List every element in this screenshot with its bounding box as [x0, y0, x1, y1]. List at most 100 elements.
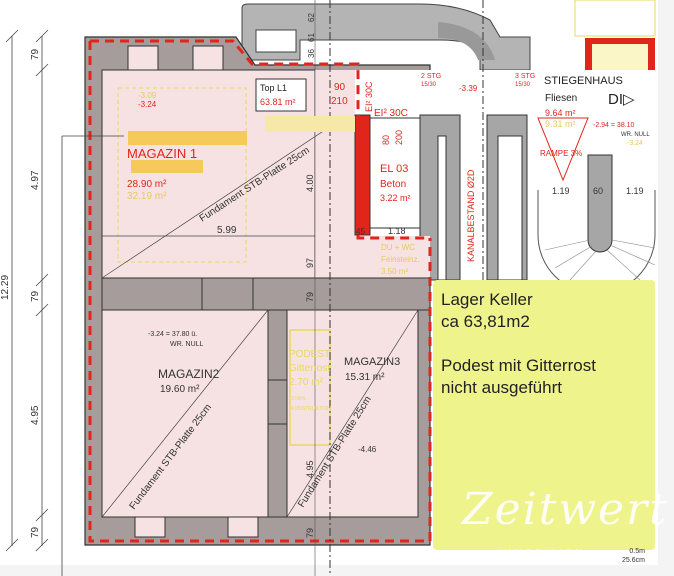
yellow-outline — [117, 87, 247, 263]
magazin2-level: -3.24 = 37.80 ü. — [148, 331, 197, 338]
ramp-label: RAMPE 3% — [540, 149, 582, 158]
podest-material: Gitterrost — [289, 363, 330, 374]
dim-599: 5.99 — [217, 225, 237, 236]
curved-wall — [438, 22, 495, 60]
el03-door-w: 80 — [381, 135, 391, 145]
podest-area: 2.70 m² — [289, 377, 324, 388]
dim-36: 36 — [307, 49, 316, 58]
dim-79-inner-b: 79 — [305, 528, 315, 538]
redaction — [128, 131, 247, 145]
unit-tag — [255, 78, 307, 112]
stiegenhaus-tag: DI▷ — [608, 91, 635, 108]
magazin2-level-note: WR. NULL — [170, 341, 204, 348]
level-339: -3.39 — [459, 84, 478, 93]
door-width: 90 — [334, 82, 346, 93]
dim-stair-a: 1.19 — [552, 186, 570, 196]
scale-ref: 25.6cm — [622, 557, 645, 564]
dim-79-bottom: 79 — [30, 526, 41, 538]
shaft — [255, 29, 297, 53]
room-el03 — [369, 117, 421, 229]
scale-bar: 0.5m 25.6cm — [622, 547, 645, 565]
dim-79-mid: 79 — [30, 290, 41, 302]
magazin2-name: MAGAZIN2 — [158, 367, 220, 381]
stair-core — [587, 154, 613, 253]
magazin1-area2: 32.19 m² — [127, 191, 167, 202]
dim-62: 62 — [307, 13, 316, 22]
dim-total: 12.29 — [0, 275, 11, 300]
dim-495-inner: 4.95 — [305, 460, 315, 478]
left-dimensions — [5, 29, 315, 576]
el03-door-h: 200 — [394, 130, 404, 145]
door-rating-vertical: EI² 30C — [364, 81, 374, 112]
magazin1-area: 28.90 m² — [127, 179, 167, 190]
dim-61: 61 — [307, 33, 316, 42]
dim-400: 4.00 — [305, 174, 315, 192]
note-line-1: Lager Keller — [441, 290, 533, 309]
el03-material: Beton — [380, 179, 406, 190]
dim-495: 4.95 — [30, 405, 41, 425]
note-line-2: ca 63,81m2 — [441, 312, 530, 331]
level-324: -3.24 — [138, 100, 157, 109]
magazin2-area: 19.60 m² — [160, 384, 200, 395]
window-niche — [134, 516, 166, 538]
magazin3-name: MAGAZIN3 — [344, 356, 400, 368]
stiegenhaus-level-note: WR. NULL — [621, 132, 650, 138]
shaft-slot — [497, 135, 523, 281]
magazin3-level: -4.46 — [358, 445, 377, 454]
magazin1-name: MAGAZIN 1 — [127, 146, 197, 161]
dim-118: 1.18 — [388, 226, 406, 236]
el03-name: EL 03 — [380, 163, 408, 175]
wc-name: DU + WC — [381, 243, 415, 252]
stair-steps — [544, 239, 656, 281]
window-niche — [227, 516, 259, 538]
stg3: 3 STG — [515, 73, 535, 80]
stiegenhaus-area2: 9.31 m² — [545, 119, 576, 129]
el03-area: 3.22 m² — [380, 193, 411, 203]
stiegenhaus-material: Fliesen — [545, 93, 577, 104]
window-niche — [127, 45, 159, 71]
magazin3-area: 15.31 m² — [345, 372, 385, 383]
podest-note2: KONSTRUKTION — [291, 406, 331, 412]
highlight — [265, 116, 355, 132]
el03-door: EI² 30C — [374, 108, 408, 119]
pillar — [267, 423, 288, 518]
pillar — [267, 309, 288, 381]
dim-45: 45 — [356, 227, 365, 236]
ramp-triangle — [537, 117, 589, 182]
corridor — [315, 70, 355, 280]
dim-79-inner: 79 — [305, 292, 315, 302]
stiegenhaus-level2: -3.24 — [627, 140, 643, 147]
window-niche — [192, 45, 224, 71]
stg2: 2 STG — [421, 73, 441, 80]
podest-note1: STAHL — [291, 396, 307, 402]
unit-area: 63.81 m² — [260, 97, 296, 107]
wall-segment — [101, 277, 203, 311]
dim-stair-mid: 60 — [593, 186, 603, 196]
note-line-3: Podest mit Gitterrost — [441, 356, 596, 375]
level-309: -3.09 — [138, 91, 157, 100]
stg3-dim: 15/30 — [515, 82, 531, 88]
wall-segment — [252, 277, 431, 311]
kanal-label: KANALBESTAND Ø2D — [466, 169, 476, 262]
shaft-slot — [437, 135, 447, 281]
wc-material: Feinsteinz. — [381, 255, 420, 264]
wc-area: 3.50 m² — [381, 267, 408, 276]
door-top-right — [592, 44, 648, 70]
dim-497: 4.97 — [30, 170, 41, 190]
dim-stair-b: 1.19 — [626, 186, 644, 196]
door-height: 210 — [331, 96, 348, 107]
dim-79-top: 79 — [30, 48, 41, 60]
scale-value: 0.5m — [629, 548, 645, 555]
podest-name: PODEST — [289, 349, 330, 360]
note-box: Lager Keller ca 63,81m2 Podest mit Gitte… — [433, 280, 655, 550]
watermark-logo: Zeitwert — [462, 484, 669, 535]
watermark-sub: IMMOBILIEN — [498, 548, 586, 557]
note-line-4: nicht ausgeführt — [441, 378, 562, 397]
stiegenhaus-area: 9.64 m² — [545, 108, 576, 118]
stiegenhaus-level: -2.94 = 38.10 — [593, 122, 635, 129]
dim-97: 97 — [305, 258, 315, 268]
upper-room — [574, 0, 656, 37]
fundament-diagonals — [101, 119, 419, 518]
stg2-dim: 15/30 — [421, 82, 437, 88]
unit-boundary — [88, 39, 432, 543]
